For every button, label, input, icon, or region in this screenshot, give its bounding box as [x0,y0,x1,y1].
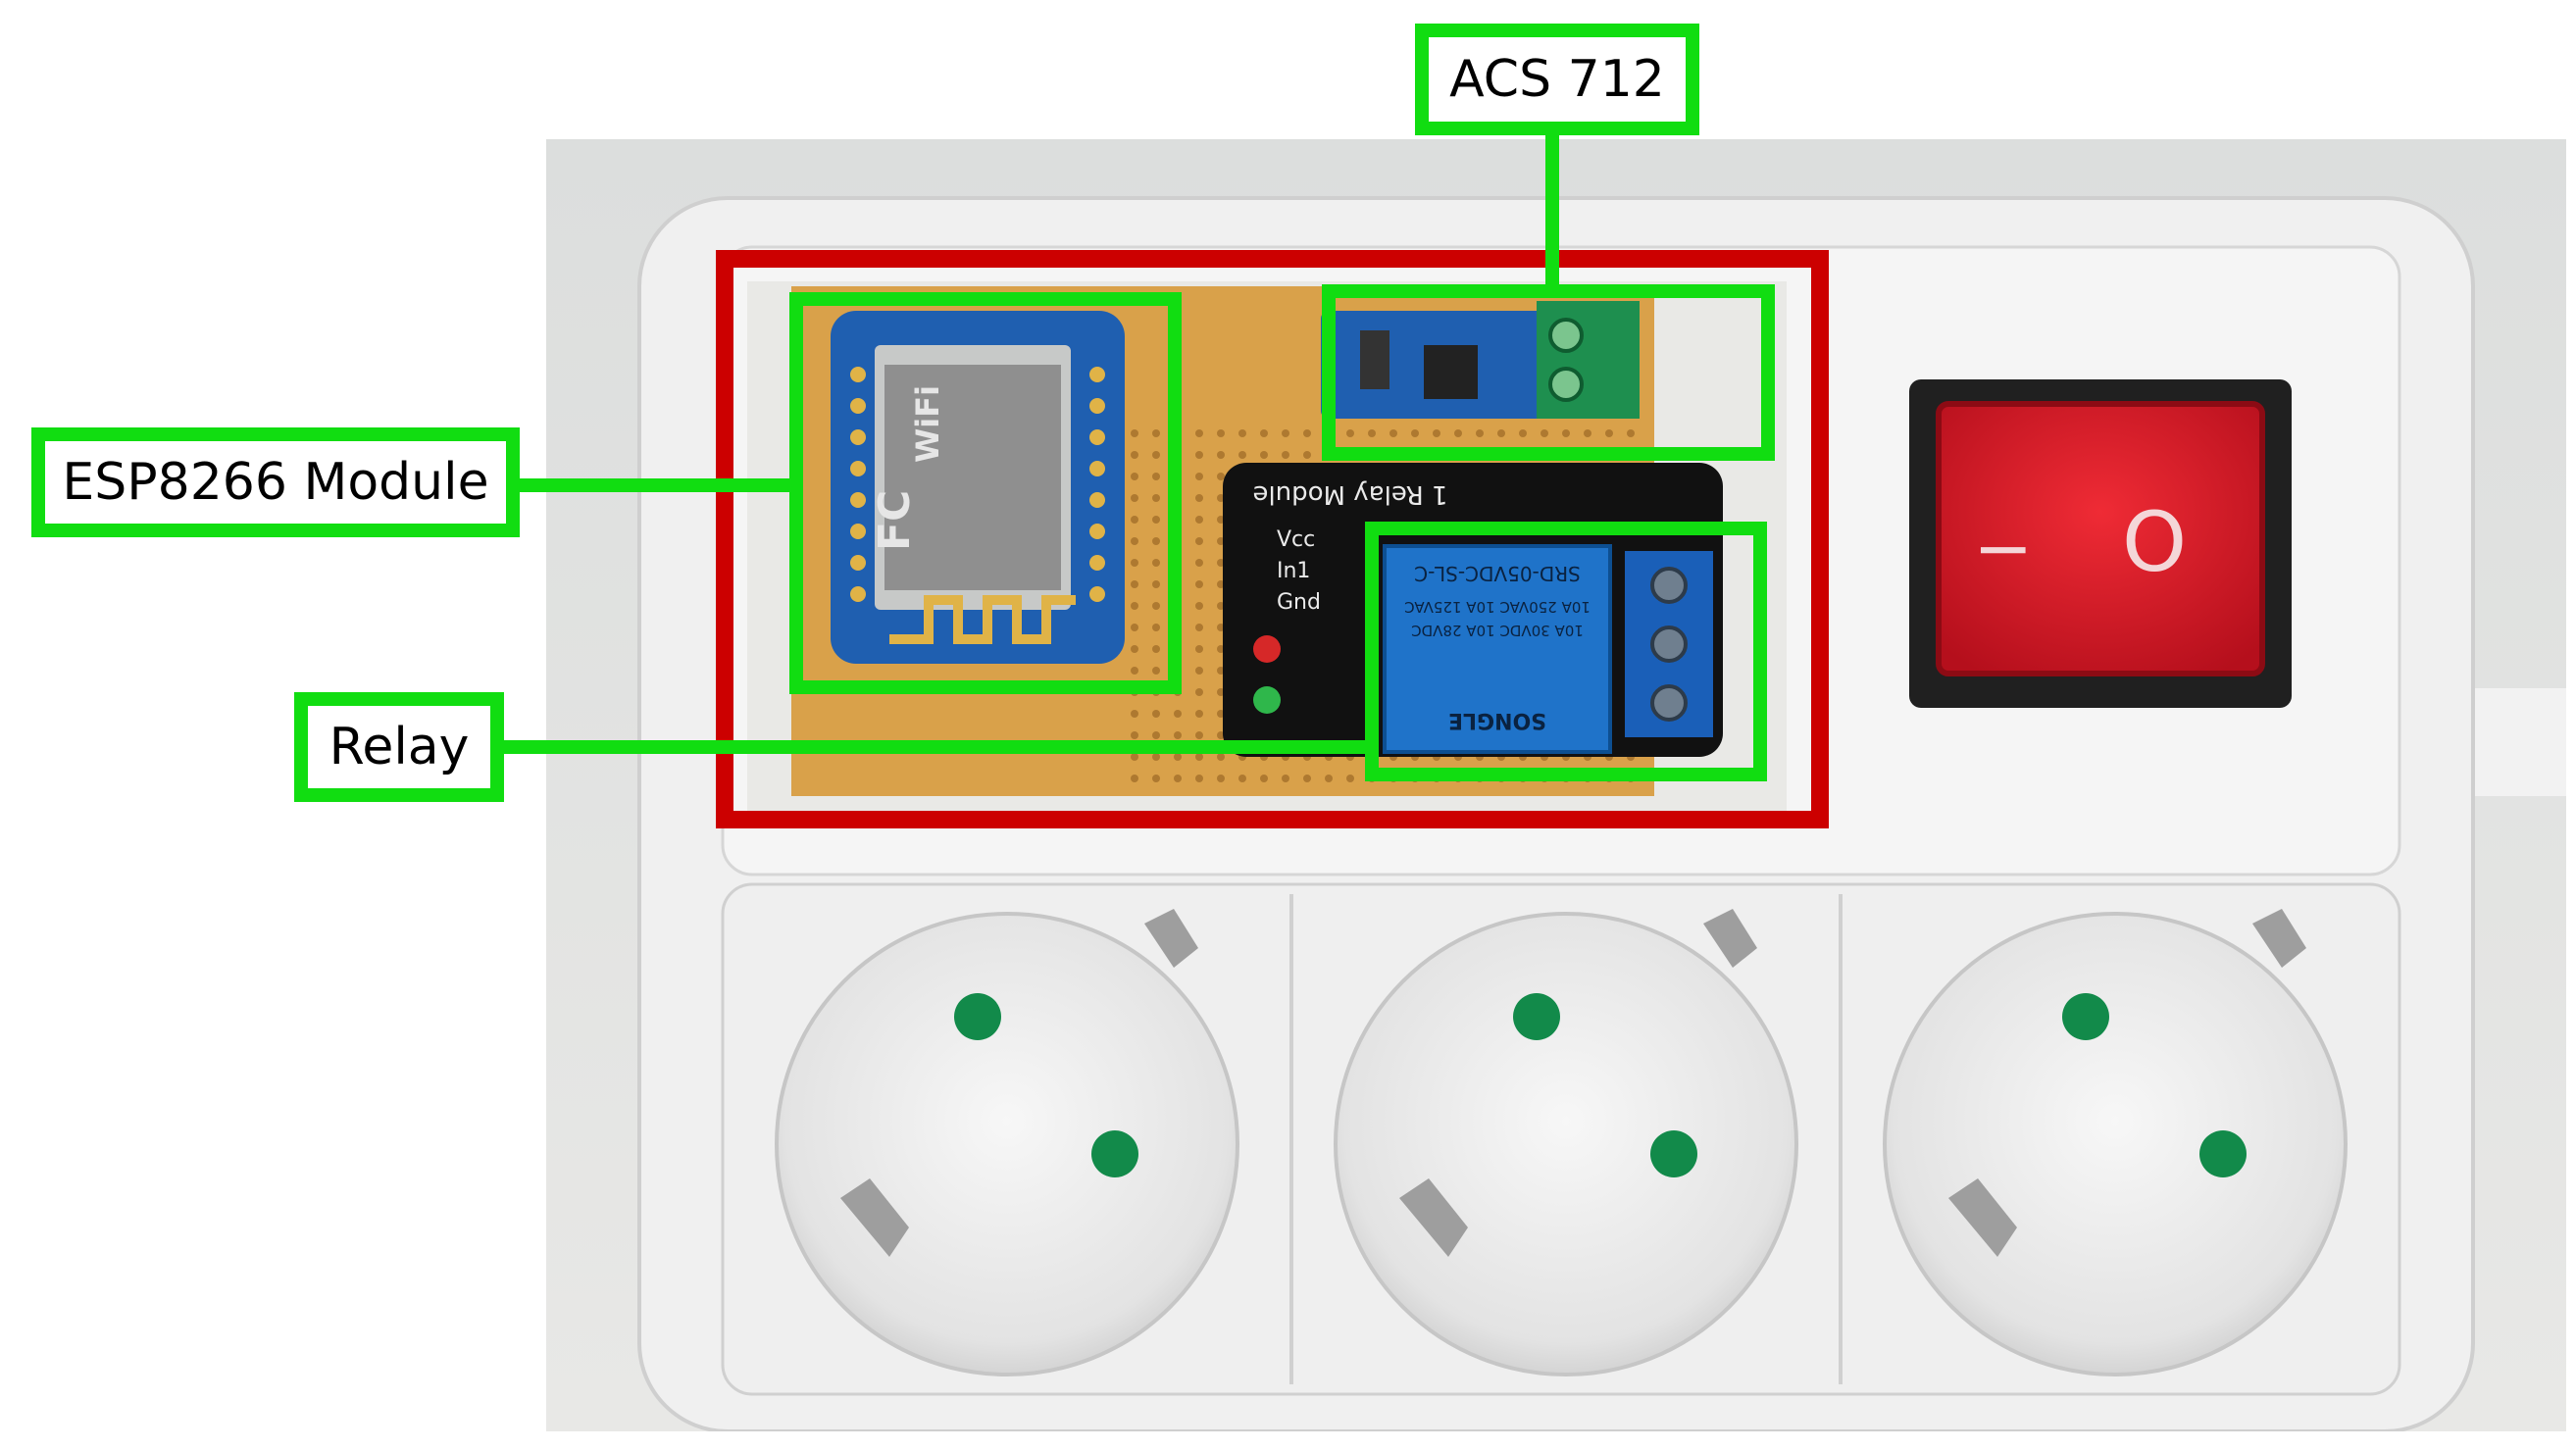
relay-cube [1383,544,1612,754]
switch-on-mark: O [2122,494,2187,590]
relay-module-title: 1 Relay Module [1252,479,1447,509]
esp8266-leader-line [510,478,794,492]
socket-3-contact-a [2062,993,2109,1040]
esp-fcc-text: FC [870,490,920,551]
esp-wifi-text: WiFi [909,385,946,463]
relay-led-green [1253,686,1281,714]
power-cable [2458,688,2566,796]
relay-leader-line [498,740,1371,754]
relay-pin-gnd: Gnd [1277,590,1321,615]
relay-pin-vcc: Vcc [1277,527,1315,552]
relay-pin-in1: In1 [1277,559,1310,583]
esp-antenna-trace [889,595,1076,644]
relay-led-red [1253,635,1281,663]
acs712-leader-line [1545,125,1559,290]
label-acs712: ACS 712 [1415,24,1699,135]
socket-3 [1883,909,2348,1376]
relay-rating-1: 10A 250VAC 10A 125VAC [1404,598,1591,616]
esp8266-highlight-box [789,292,1182,694]
switch-off-mark: I [1966,541,2038,559]
socket-1-contact-a [954,993,1001,1040]
socket-1-contact-b [1091,1130,1138,1177]
socket-2-contact-b [1650,1130,1697,1177]
socket-2-contact-a [1513,993,1560,1040]
rocker-switch: I O [1909,379,2292,708]
label-esp8266: ESP8266 Module [31,427,520,537]
relay-highlight-box [1365,522,1767,781]
socket-2 [1334,909,1798,1376]
label-relay: Relay [294,692,504,802]
socket-1 [775,909,1239,1376]
relay-module: 1 Relay Module Vcc In1 Gnd SRD-05VDC-SL-… [1223,463,1723,757]
relay-model-text: SRD-05VDC-SL-C [1414,562,1581,585]
relay-rating-2: 10A 30VDC 10A 28VDC [1411,622,1584,639]
socket-row [721,882,2401,1396]
socket-3-contact-b [2199,1130,2247,1177]
acs712-board [1321,301,1640,419]
relay-brand-text: SONGLE [1448,708,1546,732]
esp8266-board: WiFi FC [831,311,1125,664]
acs712-highlight-box [1322,284,1775,461]
